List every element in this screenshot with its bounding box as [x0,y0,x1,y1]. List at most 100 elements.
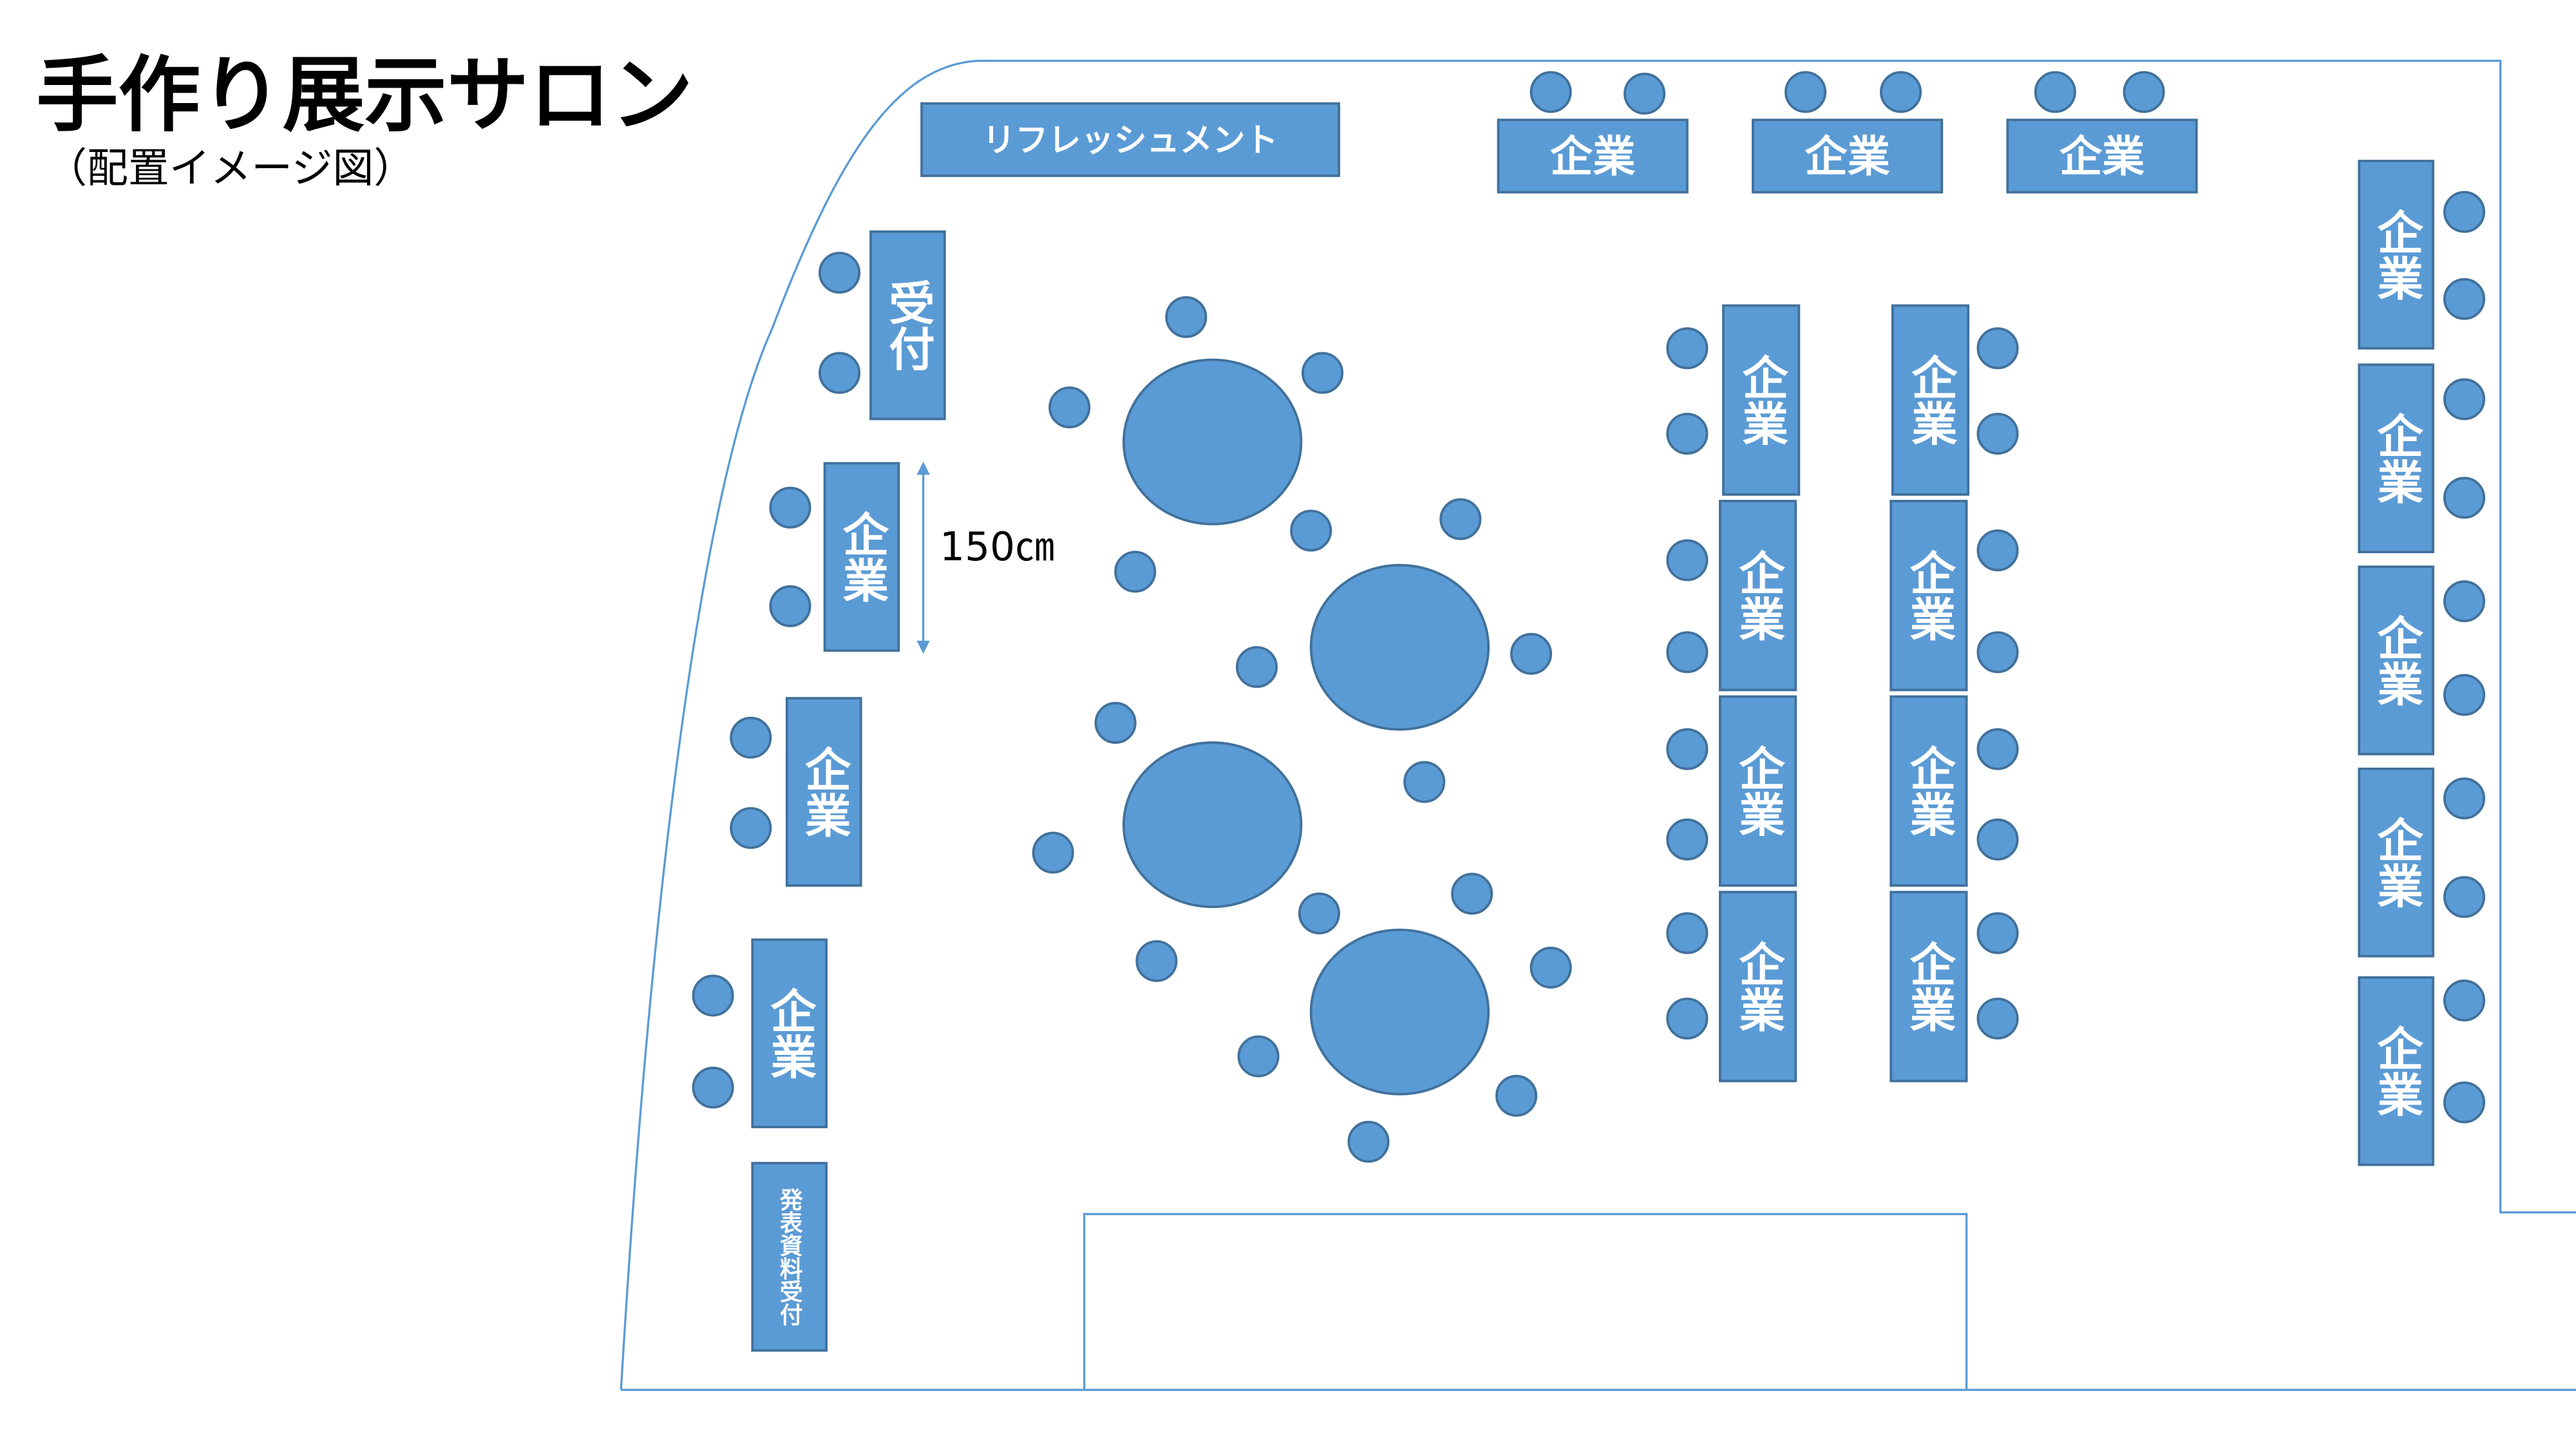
page-subtitle: （配置イメージ図） [46,145,415,193]
booth-center2-4-table [1889,891,1968,1083]
chair [1347,1121,1390,1163]
booth-center1-4-label: 企業 [1731,940,1785,1032]
chair [1976,912,2019,954]
chair [1880,71,1922,113]
presentation-desk[interactable]: 発表資料受付 [751,1162,828,1352]
booth-top-1-table [1497,118,1689,194]
chair [1298,892,1340,934]
chair [1785,71,1827,113]
dimension-label: 150㎝ [940,524,1054,570]
booth-center2-4-label: 企業 [1902,940,1956,1032]
chair [1666,412,1709,455]
booth-right-2-table [2358,363,2434,554]
booth-right-2-label: 企業 [2369,412,2423,504]
booth-center2-1[interactable]: 企業 [1891,304,1970,496]
booth-center1-2[interactable]: 企業 [1719,500,1797,692]
booth-top-3-table [2006,118,2198,194]
chair [692,1066,734,1109]
chair [769,486,811,529]
chair [2443,378,2486,421]
booth-top-2[interactable]: 企業 [1752,118,1944,194]
booth-right-2[interactable]: 企業 [2358,363,2434,554]
chair [769,585,811,627]
booth-center1-1[interactable]: 企業 [1722,304,1801,496]
booth-right-5[interactable]: 企業 [2358,976,2434,1166]
chair [2443,674,2486,716]
booth-left-2[interactable]: 企業 [786,697,862,887]
booth-center2-3-table [1889,695,1968,887]
booth-top-2-table [1752,118,1944,194]
chair [1236,646,1278,688]
booth-center2-3-label: 企業 [1902,745,1956,837]
booth-right-1-label: 企業 [2369,209,2423,301]
booth-top-1-label: 企業 [1550,131,1636,182]
booth-center1-4[interactable]: 企業 [1719,891,1797,1083]
booth-right-3-label: 企業 [2369,614,2423,706]
chair [2443,477,2486,519]
chair [2443,876,2486,918]
dimension-marker: 150㎝ [916,461,1054,654]
booth-left-3[interactable]: 企業 [751,938,828,1128]
booth-center1-4-table [1719,891,1797,1083]
chair [1114,551,1157,593]
chair [730,807,772,849]
chair [1403,761,1446,803]
booth-right-1-table [2358,160,2434,350]
booth-top-1[interactable]: 企業 [1497,118,1689,194]
chair [819,251,861,294]
booth-left-3-table [751,938,828,1128]
chair [1439,498,1482,540]
chair [1976,412,2019,455]
booth-left-1[interactable]: 企業 [823,462,900,652]
booth-center1-3[interactable]: 企業 [1719,695,1797,887]
booth-center2-1-table [1891,304,1970,496]
booth-left-1-label: 企業 [835,511,889,603]
booth-center2-4[interactable]: 企業 [1889,891,1968,1083]
chair [2034,71,2076,113]
chair [1495,1075,1538,1117]
chair [1290,509,1332,552]
booth-center1-2-table [1719,500,1797,692]
chair [1976,529,2019,572]
booth-center2-2[interactable]: 企業 [1889,500,1968,692]
chair [1165,296,1208,338]
booth-center2-2-label: 企業 [1902,549,1956,641]
booth-right-3-table [2358,565,2434,755]
booth-top-3[interactable]: 企業 [2006,118,2198,194]
page-title: 手作り展示サロン [36,48,693,143]
chair [1976,631,2019,674]
chair [2443,191,2486,233]
chair [1976,327,2019,370]
chair [2443,278,2486,320]
chair [692,974,734,1017]
chair [1530,947,1572,989]
booth-right-3[interactable]: 企業 [2358,565,2434,755]
booth-right-1[interactable]: 企業 [2358,160,2434,350]
chair [1666,912,1709,954]
chair [1135,940,1178,982]
booth-top-3-label: 企業 [2060,131,2145,182]
chair [2443,980,2486,1022]
booth-right-5-table [2358,976,2434,1166]
chair [1976,819,2019,861]
reception-desk[interactable]: 受付 [869,230,946,421]
booth-left-3-label: 企業 [762,987,817,1079]
chair [1302,352,1344,394]
chair [2443,1081,2486,1124]
refreshment-area-table [920,102,1340,177]
chair [1666,728,1709,770]
booth-left-2-table [786,697,862,887]
presentation-desk-label: 発表資料受付 [776,1188,803,1325]
booth-center1-1-label: 企業 [1734,354,1788,446]
refreshment-area[interactable]: リフレッシュメント [920,102,1340,177]
chair [1666,539,1709,582]
booth-center2-2-table [1889,500,1968,692]
booth-right-4[interactable]: 企業 [2358,767,2434,958]
chair [1666,631,1709,674]
booth-center2-3[interactable]: 企業 [1889,695,1968,887]
chair [1237,1035,1280,1077]
chair [1976,998,2019,1040]
booth-center1-1-table [1722,304,1801,496]
booth-right-4-label: 企業 [2369,817,2423,909]
booth-right-4-table [2358,767,2434,958]
